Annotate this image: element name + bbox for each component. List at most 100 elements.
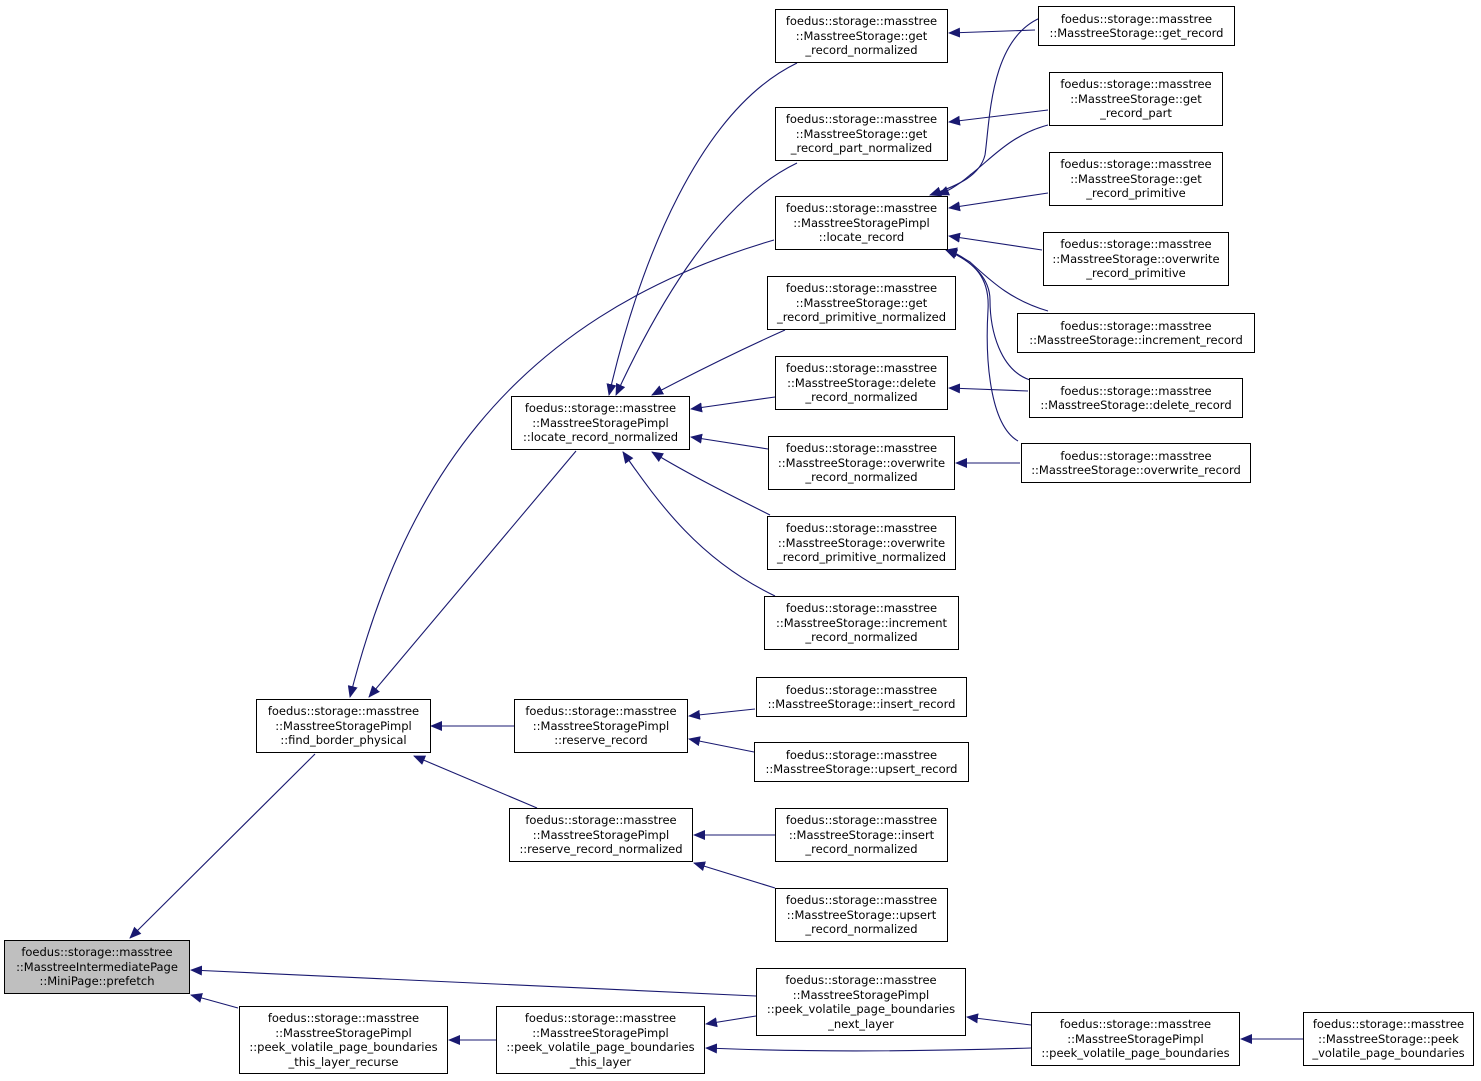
node-label-line: ::MasstreeStorage::upsert [786,907,937,922]
function-node-n18[interactable]: foedus::storage::masstree::MasstreeStora… [256,699,431,753]
node-label-line: ::MasstreeStorage::get [1070,171,1202,186]
node-label-line: foedus::storage::masstree [785,361,938,376]
function-node-n21[interactable]: foedus::storage::masstree::MasstreeStora… [509,808,693,862]
function-node-n26[interactable]: foedus::storage::masstree::MasstreeStora… [239,1006,448,1074]
edge-n23-n21 [693,861,776,889]
function-node-n28[interactable]: foedus::storage::masstree::MasstreeStora… [1031,1012,1240,1066]
node-label-line: ::peek_volatile_page_boundaries [249,1040,438,1054]
node-label-line: ::reserve_record [554,733,648,748]
function-node-n14[interactable]: foedus::storage::masstree::MasstreeStora… [1021,443,1251,483]
function-node-n7[interactable]: foedus::storage::masstree::MasstreeStora… [1043,232,1229,286]
function-node-n6[interactable]: foedus::storage::masstree::MasstreeStora… [775,196,948,250]
function-node-n20[interactable]: foedus::storage::masstree::MasstreeStora… [754,742,969,782]
node-label-line: ::MasstreeStorage::overwrite [1052,251,1220,266]
node-label-line: foedus::storage::masstree [525,813,677,828]
edge-n17-n19 [688,708,756,720]
edge-n6-n18 [347,239,775,698]
function-node-n25[interactable]: foedus::storage::masstree::MasstreeStora… [756,968,966,1036]
root-function-node[interactable]: foedus::storage::masstree::MasstreeInter… [4,940,190,994]
node-label-line: foedus::storage::masstree [524,401,677,416]
function-node-n19[interactable]: foedus::storage::masstree::MasstreeStora… [514,699,688,753]
node-label-line: foedus::storage::masstree [1060,383,1212,398]
function-node-n15[interactable]: foedus::storage::masstree::MasstreeStora… [767,516,956,570]
edge-n1-n12 [606,62,798,396]
edge-n18-n24 [129,753,316,939]
edge-n28-n27 [705,1043,1032,1054]
function-node-n1[interactable]: foedus::storage::masstree::MasstreeStora… [775,9,948,63]
edge-n7-n6 [948,232,1043,251]
node-label-line: ::MasstreeStorage::increment_record [1029,333,1243,347]
edge-n10-n12 [690,396,776,413]
node-label-line: foedus::storage::masstree [785,521,938,536]
node-label-line: foedus::storage::masstree [524,1011,677,1025]
edge-n20-n19 [688,736,755,753]
function-node-n23[interactable]: foedus::storage::masstree::MasstreeStora… [775,888,948,942]
edge-n13-n12 [690,433,769,450]
function-node-n13[interactable]: foedus::storage::masstree::MasstreeStora… [768,436,955,490]
node-label-line: ::MasstreeStoragePimpl [793,215,930,230]
node-label-line: ::MasstreeStorage::overwrite [777,535,946,550]
node-label-line: ::MasstreeStoragePimpl [275,1025,412,1040]
node-label-line: foedus::storage::masstree [267,704,420,719]
node-label-line: foedus::storage::masstree [267,1011,420,1025]
node-label-line: ::MasstreeStorage::overwrite_record [1031,463,1241,477]
edge-n28-n25 [966,1013,1032,1026]
node-label-line: _volatile_page_boundaries [1312,1046,1465,1061]
function-node-n22[interactable]: foedus::storage::masstree::MasstreeStora… [775,808,948,862]
node-label-line: _record_primitive_normalized [776,550,947,565]
function-node-n16[interactable]: foedus::storage::masstree::MasstreeStora… [764,596,959,650]
edge-n11-n10 [948,383,1029,394]
edge-n2-n1 [948,27,1036,38]
node-label-line: ::locate_record_normalized [522,430,679,445]
node-label-line: _record_normalized [805,470,918,485]
node-label-line: ::MasstreeStorage::get [795,28,928,43]
edge-n14-n6 [945,249,1019,442]
node-label-line: ::MasstreeStorage::delete [787,375,936,390]
node-label-line: _next_layer [828,1016,894,1031]
function-node-n29[interactable]: foedus::storage::masstree::MasstreeStora… [1303,1012,1474,1066]
node-label-line: foedus::storage::masstree [785,682,938,697]
node-label-line: foedus::storage::masstree [785,973,937,987]
node-label-line: ::MasstreeStoragePimpl [532,827,670,842]
node-label-line: ::MasstreeStoragePimpl [532,415,669,430]
node-label-line: foedus::storage::masstree [785,281,938,296]
node-label-line: _record_normalized [805,43,918,58]
function-node-n5[interactable]: foedus::storage::masstree::MasstreeStora… [1049,152,1223,206]
function-node-n27[interactable]: foedus::storage::masstree::MasstreeStora… [496,1006,705,1074]
node-label-line: ::MasstreeStorage::increment [775,615,947,630]
node-label-line: _record_normalized [805,842,918,857]
function-node-n12[interactable]: foedus::storage::masstree::MasstreeStora… [511,396,690,450]
edge-n3-n4 [948,109,1049,126]
node-label-line: ::MasstreeStorage::upsert_record [765,762,958,776]
node-label-line: ::peek_volatile_page_boundaries [506,1040,695,1054]
node-label-line: foedus::storage::masstree [785,601,938,616]
node-label-line: ::MasstreeStoragePimpl [792,987,930,1002]
node-label-line: foedus::storage::masstree [1060,318,1212,333]
edge-n5-n6 [948,192,1049,212]
node-label-line: foedus::storage::masstree [1059,1017,1212,1032]
node-label-line: ::peek_volatile_page_boundaries [1041,1046,1230,1061]
node-label-line: ::MasstreeStorage::get [1070,91,1202,106]
function-node-n10[interactable]: foedus::storage::masstree::MasstreeStora… [775,356,948,410]
node-label-line: _record_normalized [805,922,918,937]
edge-n8-n12 [651,329,786,396]
node-label-line: ::find_border_physical [280,733,407,748]
function-node-n4[interactable]: foedus::storage::masstree::MasstreeStora… [775,107,948,161]
node-label-line: _record_part_normalized [790,141,933,156]
node-label-line: foedus::storage::masstree [785,14,938,29]
function-node-n9[interactable]: foedus::storage::masstree::MasstreeStora… [1017,313,1255,353]
function-node-n2[interactable]: foedus::storage::masstree::MasstreeStora… [1038,6,1235,46]
node-label-line: foedus::storage::masstree [1060,157,1212,172]
node-label-line: foedus::storage::masstree [1060,448,1212,463]
function-node-n17[interactable]: foedus::storage::masstree::MasstreeStora… [756,677,967,717]
node-label-line: ::MasstreeStoragePimpl [1067,1031,1204,1046]
function-node-n3[interactable]: foedus::storage::masstree::MasstreeStora… [1049,72,1223,126]
node-label-line: foedus::storage::masstree [785,747,938,762]
function-node-n11[interactable]: foedus::storage::masstree::MasstreeStora… [1029,378,1243,418]
node-label-line: ::MasstreeIntermediatePage [16,959,178,974]
node-label-line: foedus::storage::masstree [785,893,938,908]
node-label-line: foedus::storage::masstree [21,945,173,960]
node-label-line: _record_part [1100,106,1172,121]
function-node-n8[interactable]: foedus::storage::masstree::MasstreeStora… [767,276,956,330]
node-label-line: ::peek_volatile_page_boundaries [766,1002,956,1016]
